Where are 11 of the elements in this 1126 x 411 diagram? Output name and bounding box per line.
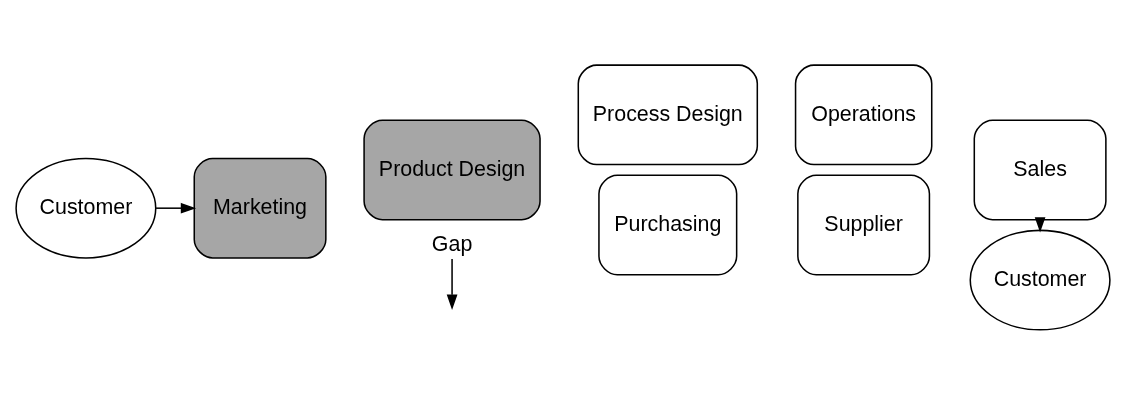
node-ellipse: Customer: [15, 157, 157, 259]
node-box: Marketing: [193, 157, 327, 259]
node-text: Gap: [431, 231, 473, 256]
node-box: Operations: [794, 64, 933, 166]
arrow: [155, 202, 197, 214]
node-box: Process Design: [577, 64, 759, 166]
node-ellipse: Customer: [969, 229, 1111, 331]
node-box: Product Design: [363, 119, 541, 221]
node-box: Supplier: [797, 174, 931, 276]
node-box: Purchasing: [598, 174, 738, 276]
arrow: [446, 258, 458, 310]
